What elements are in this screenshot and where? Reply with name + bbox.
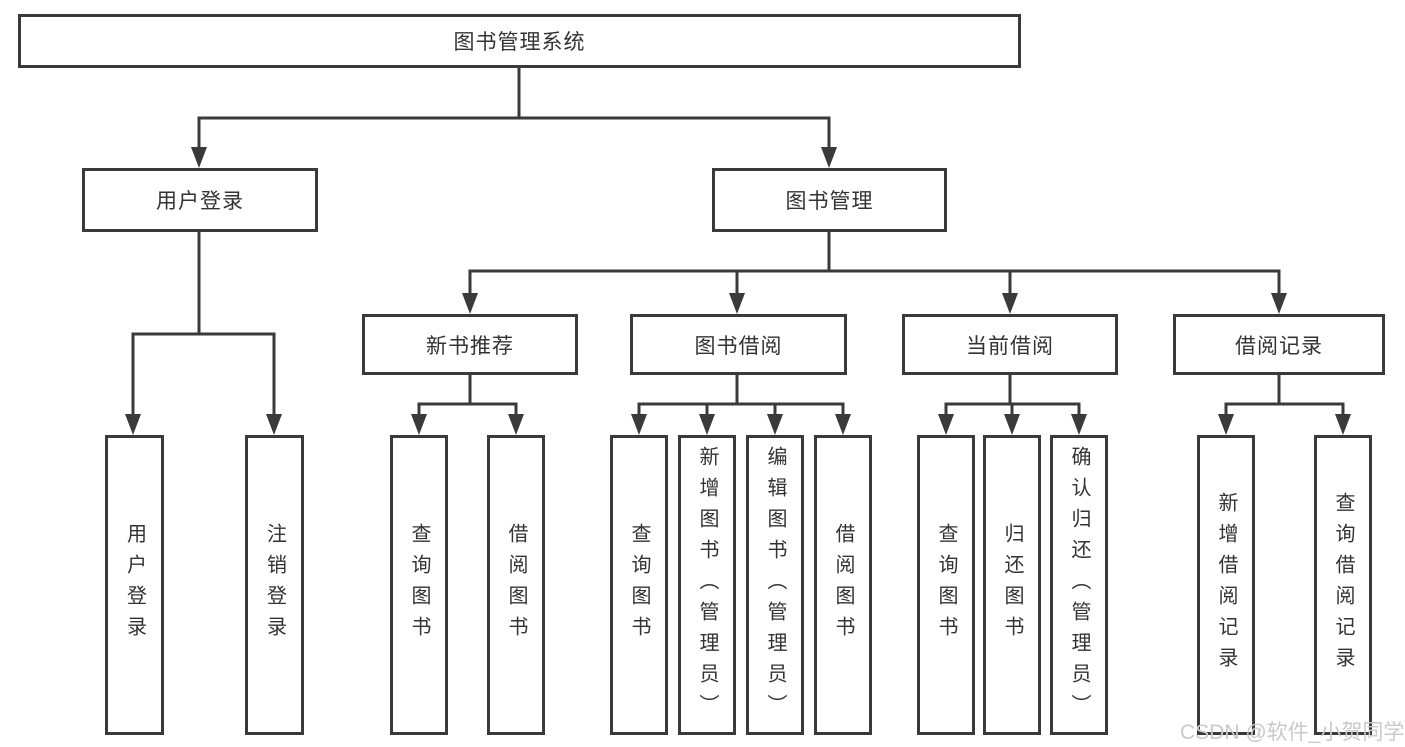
leaf-borrow-book-2-label: 借阅图书: [832, 523, 854, 647]
node-current-borrowing-label: 当前借阅: [966, 334, 1054, 358]
leaf-logout: 注销登录: [245, 435, 304, 735]
node-borrowing-records-label: 借阅记录: [1235, 334, 1323, 358]
node-borrowing-records: 借阅记录: [1173, 314, 1385, 375]
node-user-login-branch: 用户登录: [82, 168, 318, 232]
leaf-user-login: 用户登录: [105, 435, 164, 735]
node-book-management-branch: 图书管理: [712, 168, 947, 232]
leaf-borrow-book-1-label: 借阅图书: [505, 523, 527, 647]
node-new-book-recommendation-label: 新书推荐: [426, 334, 514, 358]
leaf-query-borrow-record-label: 查询借阅记录: [1332, 492, 1354, 678]
leaf-edit-book-admin-label: 编辑图书（管理员）: [764, 445, 786, 725]
leaf-add-book-admin: 新增图书（管理员）: [678, 435, 736, 735]
node-current-borrowing: 当前借阅: [902, 314, 1118, 375]
node-book-management-branch-label: 图书管理: [785, 190, 874, 213]
leaf-query-book-3-label: 查询图书: [935, 523, 957, 647]
leaf-query-borrow-record: 查询借阅记录: [1314, 435, 1372, 735]
leaf-query-book-2: 查询图书: [610, 435, 668, 735]
leaf-edit-book-admin: 编辑图书（管理员）: [746, 435, 804, 735]
leaf-confirm-return-admin-label: 确认归还（管理员）: [1068, 445, 1090, 725]
leaf-borrow-book-2: 借阅图书: [814, 435, 872, 735]
leaf-query-book-1-label: 查询图书: [408, 523, 430, 647]
connector-lines: [131, 68, 1345, 419]
leaf-query-book-1: 查询图书: [390, 435, 448, 735]
node-library-management-system: 图书管理系统: [18, 14, 1021, 68]
node-new-book-recommendation: 新书推荐: [362, 314, 578, 375]
leaf-query-book-3: 查询图书: [917, 435, 975, 735]
node-book-borrowing: 图书借阅: [630, 314, 847, 375]
node-library-management-system-label: 图书管理系统: [453, 31, 586, 54]
leaf-add-borrow-record-label: 新增借阅记录: [1215, 492, 1237, 678]
node-user-login-branch-label: 用户登录: [156, 190, 244, 213]
csdn-watermark: CSDN @软件_小贺同学: [1180, 721, 1405, 744]
node-book-borrowing-label: 图书借阅: [694, 334, 783, 358]
leaf-return-book: 归还图书: [983, 435, 1041, 735]
leaf-add-book-admin-label: 新增图书（管理员）: [696, 445, 718, 725]
connector-arrowheads: [125, 147, 1351, 435]
leaf-query-book-2-label: 查询图书: [628, 523, 650, 647]
leaf-add-borrow-record: 新增借阅记录: [1197, 435, 1255, 735]
leaf-logout-label: 注销登录: [263, 523, 286, 647]
leaf-confirm-return-admin: 确认归还（管理员）: [1050, 435, 1108, 735]
leaf-user-login-label: 用户登录: [123, 523, 146, 647]
leaf-return-book-label: 归还图书: [1001, 523, 1023, 647]
leaf-borrow-book-1: 借阅图书: [487, 435, 545, 735]
